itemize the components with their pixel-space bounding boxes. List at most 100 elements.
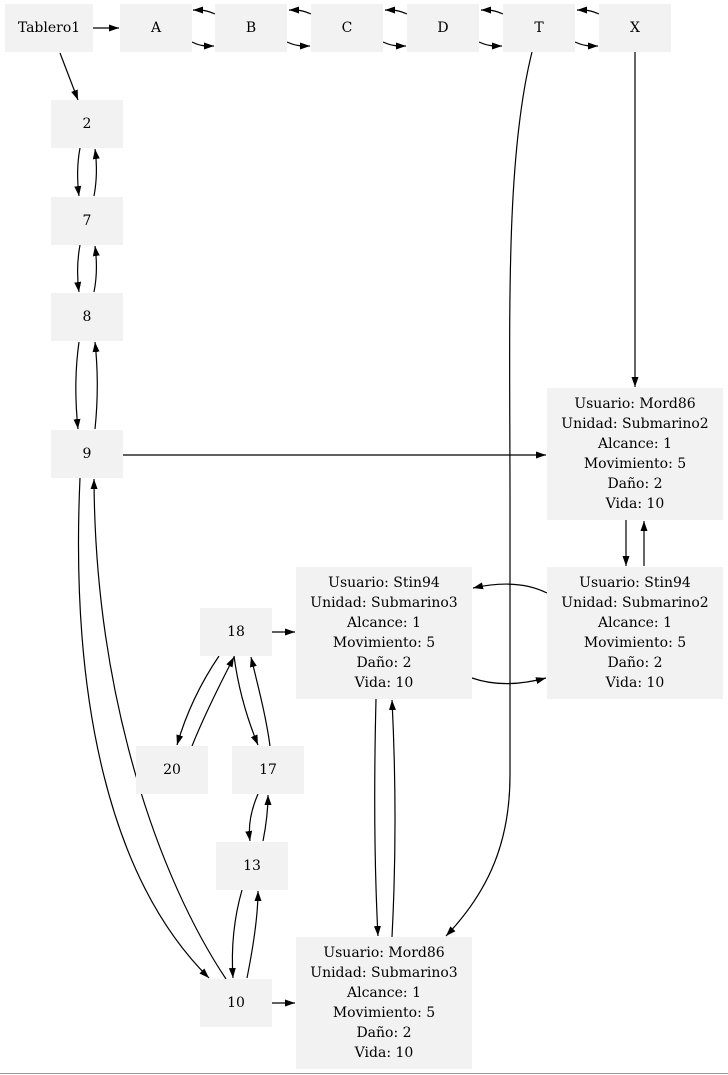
edge-arrow — [574, 41, 599, 50]
edge-arrow — [74, 147, 82, 197]
node-label-line: Usuario: Stin94 — [579, 575, 691, 591]
node-label-line: Movimiento: 5 — [333, 1005, 435, 1021]
node-label-line: Alcance: 1 — [597, 436, 672, 452]
node-label-line: 13 — [243, 858, 261, 874]
edge-arrow — [228, 889, 243, 979]
edge-D-to-C — [384, 6, 408, 15]
edge-arrow — [445, 51, 533, 937]
node-n13: 13 — [216, 842, 288, 890]
edge-n17-to-n13 — [245, 793, 259, 842]
edge-arrow — [191, 656, 235, 747]
edge-arrow — [77, 477, 210, 979]
node-box — [136, 746, 208, 794]
edge-n9-to-n8 — [92, 341, 100, 430]
edge-n10-to-n13 — [246, 890, 262, 979]
node-box — [51, 430, 123, 478]
node-B: B — [215, 4, 287, 52]
node-label-line: Daño: 2 — [607, 655, 662, 671]
edge-arrow — [246, 890, 262, 979]
node-n9: 9 — [51, 430, 123, 478]
node-n20: 20 — [136, 746, 208, 794]
edge-T-to-X — [574, 41, 599, 50]
node-box — [311, 4, 383, 52]
edge-X-to-T — [576, 6, 600, 15]
node-label-line: Usuario: Mord86 — [323, 945, 444, 961]
edge-C-to-B — [288, 6, 312, 15]
node-label-line: B — [246, 20, 256, 36]
edge-n7-to-n8 — [74, 244, 82, 293]
node-n17: 17 — [232, 746, 304, 794]
node-box — [51, 100, 123, 148]
node-label-line: Daño: 2 — [356, 655, 411, 671]
edge-arrow — [288, 6, 312, 15]
node-label-line: Alcance: 1 — [597, 615, 672, 631]
edge-arrow — [92, 148, 100, 197]
node-label-line: Movimiento: 5 — [584, 635, 686, 651]
node-label-line: Movimiento: 5 — [584, 456, 686, 472]
node-label-line: D — [437, 20, 448, 36]
edge-n8-to-n9 — [73, 341, 81, 430]
node-box — [5, 4, 93, 52]
node-C: C — [311, 4, 383, 52]
node-box — [51, 197, 123, 245]
node-label-line: 2 — [83, 116, 92, 132]
node-D: D — [407, 4, 479, 52]
node-box — [200, 608, 272, 656]
node-label-line: Usuario: Stin94 — [328, 575, 440, 591]
node-box — [232, 746, 304, 794]
edge-arrow — [472, 582, 548, 594]
node-label-line: 18 — [227, 624, 245, 640]
node-label-line: Unidad: Submarino3 — [310, 965, 457, 981]
edge-arrow — [74, 244, 82, 293]
node-label-line: 17 — [259, 762, 277, 778]
edge-stin94_sub3-to-mord86_sub3 — [373, 698, 381, 937]
edge-arrow — [286, 41, 311, 50]
node-label-line: Daño: 2 — [607, 476, 662, 492]
node-box — [547, 388, 723, 520]
edge-n8-to-n7 — [92, 245, 100, 293]
node-label-line: Unidad: Submarino3 — [310, 595, 457, 611]
edge-B-to-A — [192, 6, 216, 15]
edge-arrow — [373, 698, 381, 937]
edge-arrow — [262, 794, 272, 842]
node-box — [215, 4, 287, 52]
edge-arrow — [90, 478, 227, 980]
node-label-line: Usuario: Mord86 — [574, 396, 695, 412]
node-box — [51, 293, 123, 341]
edge-arrow — [73, 341, 81, 430]
node-label-line: 10 — [227, 995, 245, 1011]
node-box — [599, 4, 671, 52]
edge-arrow — [92, 341, 100, 430]
edge-n17-to-n18 — [249, 656, 271, 747]
edge-n20-to-n18 — [191, 656, 235, 747]
node-label-line: X — [630, 20, 640, 36]
edge-n9-to-n10 — [77, 477, 210, 979]
node-label-line: A — [150, 20, 162, 36]
node-box — [547, 567, 723, 699]
edge-arrow — [245, 793, 259, 842]
edge-arrow — [478, 41, 503, 50]
edge-B-to-C — [286, 41, 311, 50]
edge-n13-to-n10 — [228, 889, 243, 979]
node-n8: 8 — [51, 293, 123, 341]
node-label-line: 8 — [83, 309, 92, 325]
edge-arrow — [389, 699, 396, 938]
node-box — [503, 4, 575, 52]
node-label-line: Vida: 10 — [354, 675, 414, 691]
edge-arrow — [92, 245, 100, 293]
edge-n7-to-n2 — [92, 148, 100, 197]
edge-C-to-D — [382, 41, 407, 50]
node-label-line: 7 — [83, 213, 92, 229]
node-tablero1: Tablero1 — [5, 4, 93, 52]
node-label-line: Tablero1 — [18, 20, 80, 36]
edge-arrow — [59, 52, 79, 101]
edge-arrow — [233, 655, 259, 746]
node-box — [407, 4, 479, 52]
edge-arrow — [249, 656, 271, 747]
edge-arrow — [471, 677, 547, 685]
edge-mord86_sub3-to-stin94_sub3 — [389, 699, 396, 938]
node-label-line: Unidad: Submarino2 — [561, 416, 708, 432]
node-n18: 18 — [200, 608, 272, 656]
